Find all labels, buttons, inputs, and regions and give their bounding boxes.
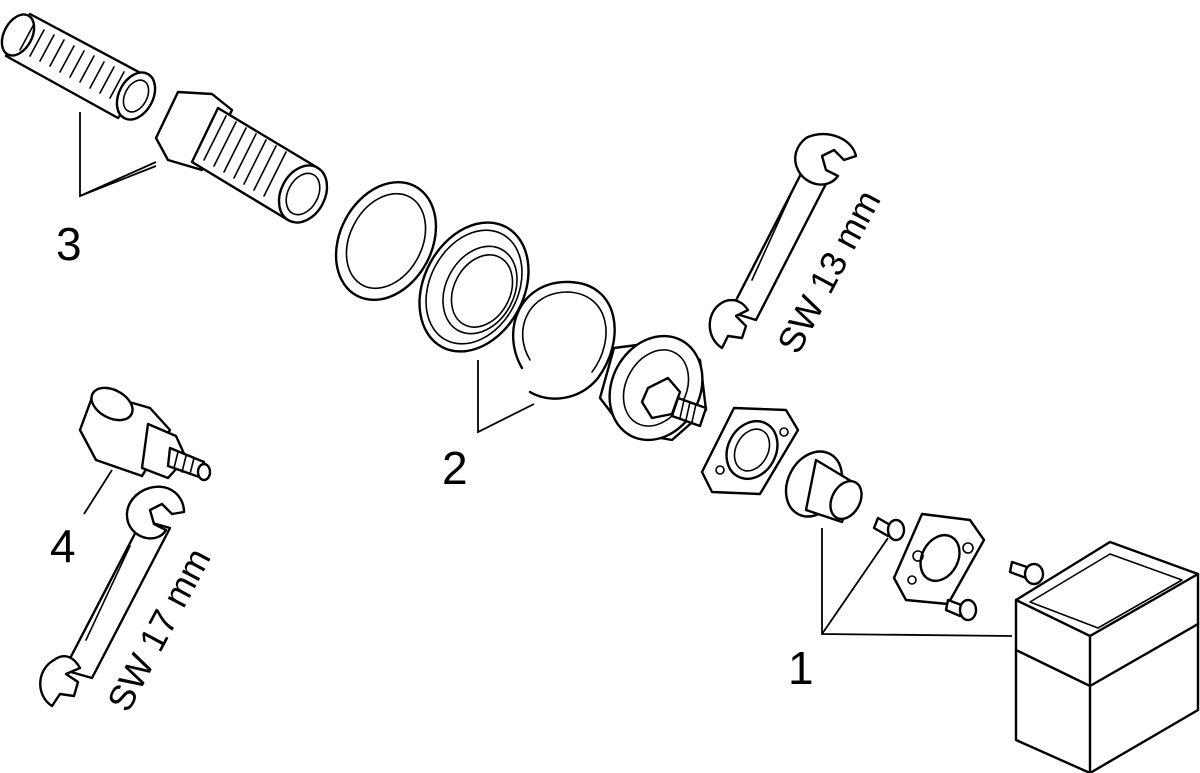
flat-gasket-ring [334, 180, 438, 302]
stop-cartridge [78, 386, 212, 482]
screw-right [1008, 560, 1045, 586]
leader-lines-item3 [79, 112, 157, 198]
callout-3: 3 [56, 218, 82, 270]
callout-2: 2 [442, 442, 468, 494]
wrench-17mm-icon [39, 485, 186, 708]
callout-1: 1 [788, 642, 814, 694]
extension-sleeve-large [154, 90, 329, 224]
valve-body [598, 334, 708, 442]
split-retaining-ring [512, 280, 616, 400]
callout-4: 4 [50, 520, 76, 572]
mounting-plate [892, 512, 986, 606]
screw-upper [872, 516, 906, 542]
cover-cap [1014, 540, 1200, 773]
extension-sleeve-small [0, 12, 157, 121]
leader-lines-item4 [83, 469, 113, 515]
wrench-13mm-icon [708, 132, 858, 350]
ratchet-adapter [784, 450, 863, 524]
leader-lines-item2 [477, 360, 535, 434]
leader-lines-item1 [821, 528, 1013, 637]
flange-plate [700, 406, 800, 496]
screw-lower [944, 598, 978, 622]
